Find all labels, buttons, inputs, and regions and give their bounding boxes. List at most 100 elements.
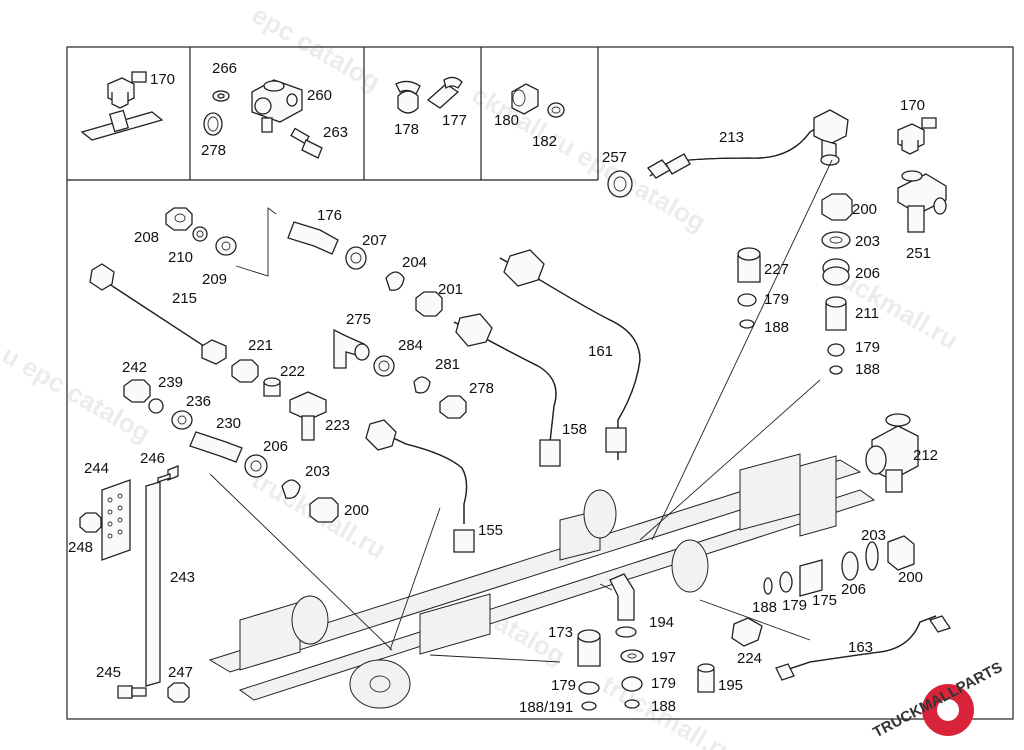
callout-179: 179 xyxy=(782,597,807,614)
part-188-ring-b[interactable] xyxy=(739,319,755,329)
part-210-lockwasher[interactable] xyxy=(192,226,208,242)
callout-labels: 170 266 260 278 263 178 177 180 182 257 … xyxy=(68,60,938,716)
part-236-washer[interactable] xyxy=(171,410,193,430)
part-212-tee[interactable] xyxy=(865,413,919,493)
part-163-hose[interactable] xyxy=(775,615,952,681)
leader-line xyxy=(235,207,277,277)
part-278-seal-ring[interactable] xyxy=(203,112,223,136)
callout-188-191: 188/191 xyxy=(519,699,573,716)
part-195-connector[interactable] xyxy=(697,663,715,693)
callout-194: 194 xyxy=(649,614,674,631)
part-246-bolt[interactable] xyxy=(157,465,179,483)
callout-227: 227 xyxy=(764,261,789,278)
part-204-ring[interactable] xyxy=(385,271,405,291)
part-194-elbow[interactable] xyxy=(609,573,637,638)
part-230-connector[interactable] xyxy=(189,431,243,463)
callout-179: 179 xyxy=(764,291,789,308)
part-213-hose[interactable] xyxy=(647,109,849,179)
part-182-ring[interactable] xyxy=(547,102,565,118)
part-200-nut[interactable] xyxy=(821,193,853,221)
part-284-washer[interactable] xyxy=(373,355,395,377)
callout-278: 278 xyxy=(201,142,226,159)
part-251-tee-fitting[interactable] xyxy=(897,170,947,233)
part-257-nut[interactable] xyxy=(607,170,633,198)
callout-206: 206 xyxy=(263,438,288,455)
callout-246: 246 xyxy=(140,450,165,467)
part-281-ring[interactable] xyxy=(413,376,431,394)
part-170-quick-valve[interactable] xyxy=(107,71,147,109)
part-197-nut[interactable] xyxy=(620,649,644,663)
part-223-tee[interactable] xyxy=(289,391,327,441)
callout-203: 203 xyxy=(861,527,886,544)
part-179-seal-b[interactable] xyxy=(737,293,757,307)
callout-158: 158 xyxy=(562,421,587,438)
callout-200: 200 xyxy=(852,201,877,218)
callout-257: 257 xyxy=(602,149,627,166)
part-201-nut[interactable] xyxy=(415,291,443,317)
part-188-191-ring[interactable] xyxy=(581,701,597,711)
part-179-seal[interactable] xyxy=(827,343,845,357)
part-209-washer[interactable] xyxy=(215,236,237,256)
part-275-elbow[interactable] xyxy=(333,328,370,369)
part-239-lockwasher[interactable] xyxy=(148,398,164,414)
part-244-plate[interactable] xyxy=(101,479,131,561)
diagram-frame xyxy=(66,46,1014,720)
callout-263: 263 xyxy=(323,124,348,141)
callout-210: 210 xyxy=(168,249,193,266)
callout-244: 244 xyxy=(84,460,109,477)
part-170-quick-valve-right[interactable] xyxy=(897,117,937,155)
part-260-valve-block[interactable] xyxy=(251,79,303,133)
part-tee-connector[interactable] xyxy=(80,109,164,141)
part-180-sleeve[interactable] xyxy=(511,83,539,115)
part-right-fitting-group[interactable] xyxy=(763,535,915,597)
part-206-ring[interactable] xyxy=(822,258,850,286)
part-179-seal-c[interactable] xyxy=(578,681,600,695)
part-188-ring[interactable] xyxy=(829,365,843,375)
callout-200: 200 xyxy=(344,502,369,519)
callout-177: 177 xyxy=(442,112,467,129)
callout-236: 236 xyxy=(186,393,211,410)
part-179-seal-d[interactable] xyxy=(621,676,643,692)
part-224-connector[interactable] xyxy=(731,617,763,647)
part-203-washer[interactable] xyxy=(821,231,851,249)
callout-188: 188 xyxy=(651,698,676,715)
callout-284: 284 xyxy=(398,337,423,354)
part-188-ring-d[interactable] xyxy=(624,699,640,709)
callout-247: 247 xyxy=(168,664,193,681)
part-242-nut[interactable] xyxy=(123,379,151,403)
part-177-clip[interactable] xyxy=(426,76,463,109)
callout-179: 179 xyxy=(651,675,676,692)
part-207-bush[interactable] xyxy=(345,246,367,270)
part-227-connector[interactable] xyxy=(737,247,761,283)
callout-200: 200 xyxy=(898,569,923,586)
part-245-bolt[interactable] xyxy=(117,685,147,699)
part-248-nut[interactable] xyxy=(79,512,102,533)
callout-170: 170 xyxy=(150,71,175,88)
part-158-hose[interactable] xyxy=(453,313,561,467)
part-221-nut[interactable] xyxy=(231,359,259,383)
part-203-washer-left[interactable] xyxy=(281,479,301,499)
part-176-connector[interactable] xyxy=(287,221,339,255)
part-211-connector[interactable] xyxy=(825,296,847,331)
part-173-connector[interactable] xyxy=(577,629,601,667)
part-247-nut[interactable] xyxy=(167,682,190,703)
callout-222: 222 xyxy=(280,363,305,380)
callout-248: 248 xyxy=(68,539,93,556)
callout-281: 281 xyxy=(435,356,460,373)
part-200-nut-left[interactable] xyxy=(309,497,339,523)
part-206-ring-left[interactable] xyxy=(244,454,268,478)
part-161-hose[interactable] xyxy=(499,249,641,460)
part-266-washer[interactable] xyxy=(212,90,230,102)
part-278-nut[interactable] xyxy=(439,395,467,419)
callout-260: 260 xyxy=(307,87,332,104)
part-155-hose[interactable] xyxy=(365,419,475,553)
part-222-connector[interactable] xyxy=(263,377,281,397)
callout-215: 215 xyxy=(172,290,197,307)
part-178-clip[interactable] xyxy=(395,80,421,114)
part-215-pipe[interactable] xyxy=(89,263,227,365)
part-263-bolt[interactable] xyxy=(290,127,323,159)
callout-203: 203 xyxy=(305,463,330,480)
callout-173: 173 xyxy=(548,624,573,641)
part-243-rail[interactable] xyxy=(145,481,161,687)
part-208-nut[interactable] xyxy=(165,207,193,231)
